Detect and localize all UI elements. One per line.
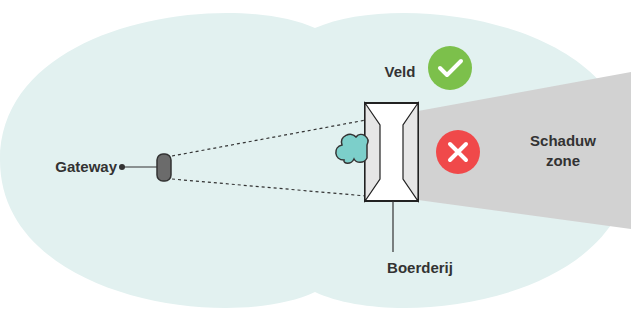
leader-line <box>392 201 393 252</box>
check-mark <box>440 61 461 75</box>
leader-line <box>122 166 157 167</box>
tree <box>336 134 368 163</box>
farm-building <box>365 103 418 201</box>
shadow-zone <box>418 72 631 229</box>
roof-side <box>403 103 418 201</box>
cross-mark <box>450 144 466 160</box>
signal-ok-icon <box>428 46 472 90</box>
coverage-line <box>172 179 366 196</box>
no-signal-icon <box>436 130 480 174</box>
gateway-device <box>157 154 171 181</box>
device-label: Gateway <box>22 157 117 177</box>
roof-edge <box>365 102 418 104</box>
field-area <box>0 13 631 308</box>
building-label: Boerderij <box>380 258 460 278</box>
leader-dot <box>119 164 125 170</box>
field-label: Veld <box>370 62 430 82</box>
zone-label: Schaduw zone <box>528 131 598 171</box>
